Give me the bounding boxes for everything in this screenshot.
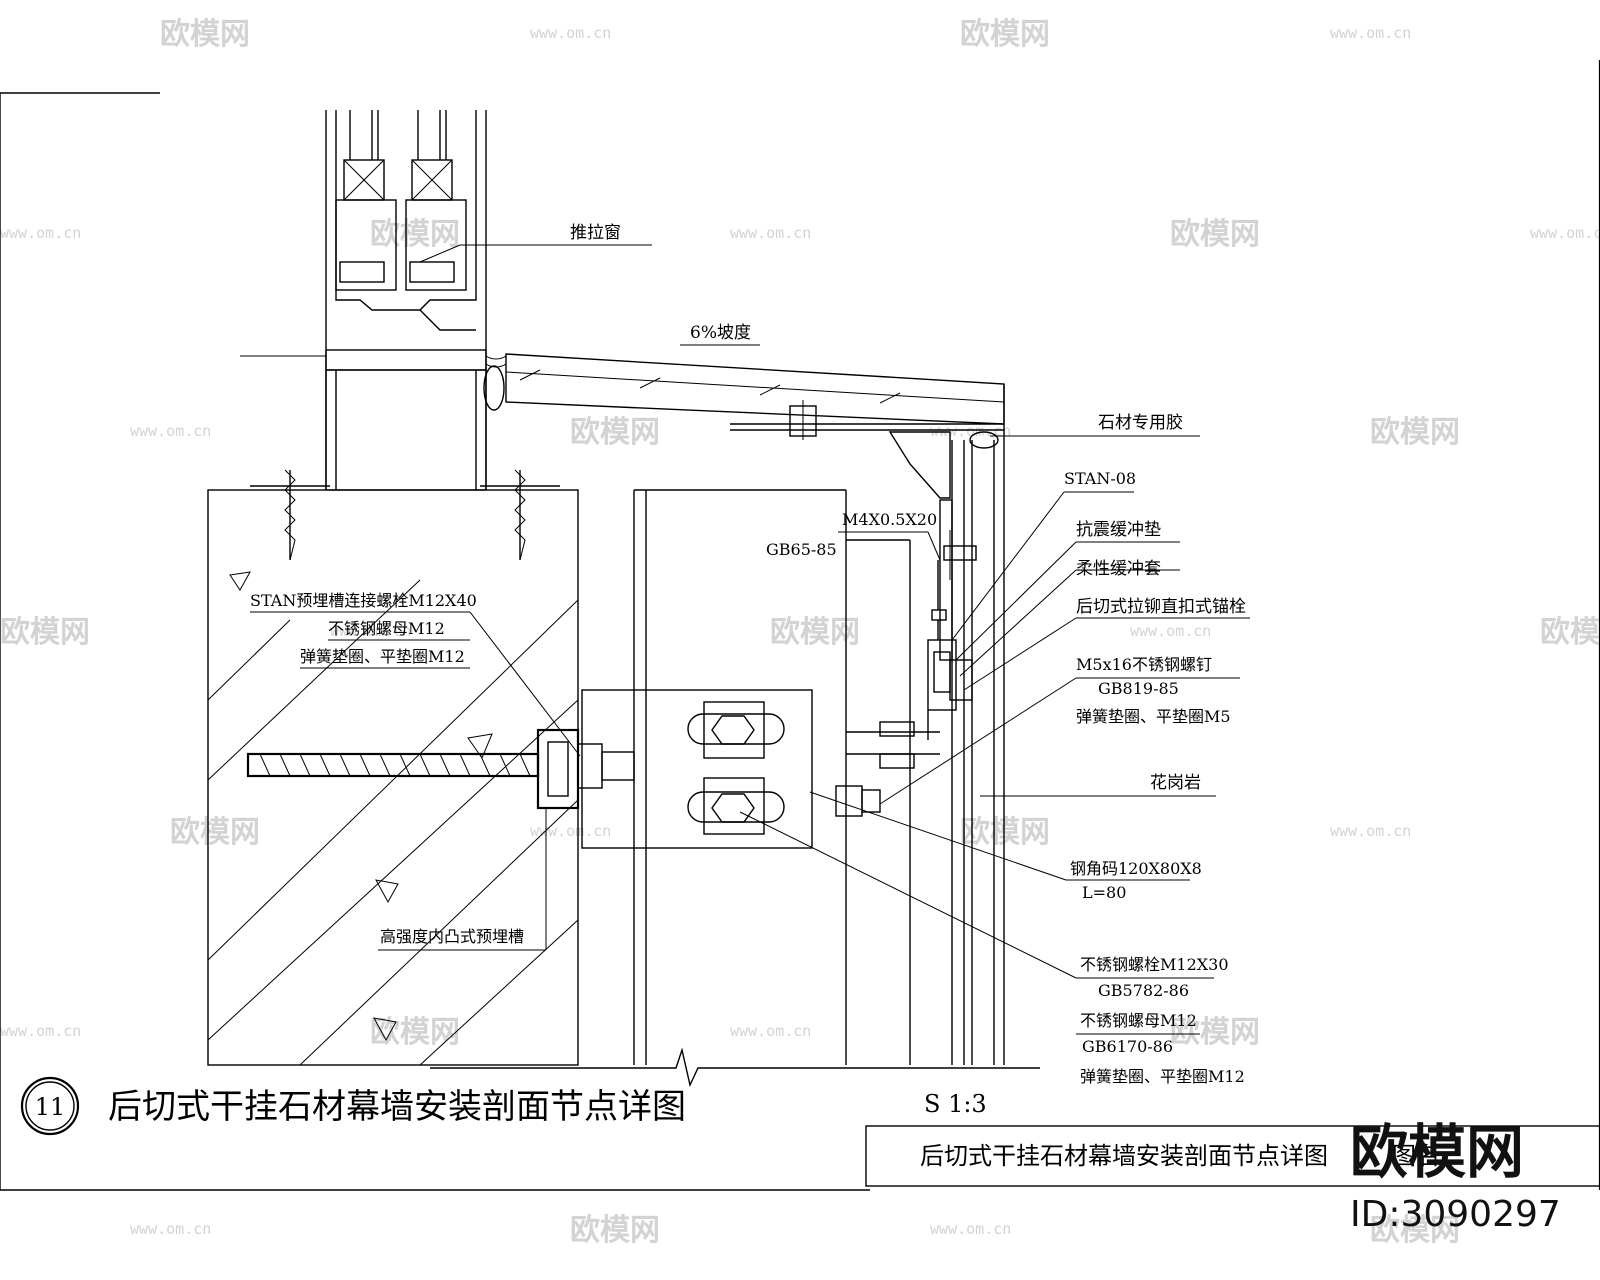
watermark-url: www.om.cn bbox=[330, 622, 411, 640]
detail-title-block: 11 后切式干挂石材幕墙安装剖面节点详图 S 1:3 bbox=[20, 1076, 987, 1136]
label-slope: 6%坡度 bbox=[690, 323, 751, 343]
sheet-title: 后切式干挂石材幕墙安装剖面节点详图 bbox=[920, 1142, 1328, 1170]
label-embed-slot: 高强度内凸式预埋槽 bbox=[380, 927, 524, 946]
watermark-brand-group: 欧模网 欧模网 欧模网 欧模网 欧模网 欧模网 欧模网 欧模网 欧模网 欧模网 … bbox=[0, 17, 1600, 1248]
watermark-url: www.om.cn bbox=[130, 1220, 211, 1238]
label-screw: M5x16不锈钢螺钉 bbox=[1076, 655, 1212, 674]
label-stan-bolt: STAN预埋槽连接螺栓M12X40 bbox=[250, 591, 477, 610]
label-bolt-m12x30: 不锈钢螺栓M12X30 bbox=[1080, 955, 1229, 974]
sheet-title-block: 后切式干挂石材幕墙安装剖面节点详图 图名 bbox=[865, 1125, 1600, 1187]
watermark-brand: 欧模网 bbox=[570, 1213, 660, 1248]
label-anchor: 后切式拉铆直扣式锚栓 bbox=[1076, 597, 1246, 617]
label-sliding-window: 推拉窗 bbox=[570, 223, 621, 243]
label-granite: 花岗岩 bbox=[1150, 773, 1201, 793]
watermark-url: www.om.cn bbox=[1530, 224, 1600, 242]
watermark-brand: 欧模网 bbox=[370, 217, 460, 252]
sheet-title-right: 图名 bbox=[1392, 1142, 1440, 1170]
watermark-brand: 欧模网 bbox=[570, 415, 660, 450]
watermark-brand: 欧模网 bbox=[370, 1015, 460, 1050]
stone-panel bbox=[888, 431, 999, 1065]
brand-logo: 欧模网 ID:3090297 bbox=[1350, 1118, 1561, 1235]
watermark-brand: 欧模网 bbox=[170, 815, 260, 850]
label-m4: M4X0.5X20 bbox=[842, 510, 937, 529]
watermark-url: www.om.cn bbox=[0, 224, 81, 242]
break-line bbox=[430, 1047, 1040, 1088]
steel-bracket bbox=[581, 489, 940, 1065]
label-nut-m12-b: 不锈钢螺母M12 bbox=[1080, 1011, 1197, 1030]
label-gb5782: GB5782-86 bbox=[1098, 981, 1189, 1000]
watermark-brand: 欧模网 bbox=[0, 615, 90, 650]
annotations: 推拉窗 6%坡度 石材专用胶 STAN-08 M4X0.5X20 GB65-85… bbox=[250, 223, 1246, 1086]
label-steel-corner: 钢角码120X80X8 bbox=[1070, 859, 1202, 878]
watermark-url: www.om.cn bbox=[130, 422, 211, 440]
watermark-brand: 欧模网 bbox=[1170, 217, 1260, 252]
watermark-brand: 欧模网 bbox=[960, 17, 1050, 52]
anchor-bolt bbox=[246, 728, 635, 810]
detail-number: 11 bbox=[35, 1093, 66, 1121]
label-stone-glue: 石材专用胶 bbox=[1098, 413, 1183, 433]
watermark-brand: 欧模网 bbox=[960, 815, 1050, 850]
watermark-url: www.om.cn bbox=[1130, 622, 1211, 640]
stone-coping bbox=[505, 344, 1005, 1065]
watermark-url: www.om.cn bbox=[0, 1022, 81, 1040]
label-buffer-pad: 抗震缓冲垫 bbox=[1076, 520, 1161, 540]
label-gb65: GB65-85 bbox=[766, 540, 837, 559]
label-washer-m5: 弹簧垫圈、平垫圈M5 bbox=[1076, 707, 1231, 726]
sliding-window bbox=[240, 110, 507, 491]
watermark-url: www.om.cn bbox=[530, 24, 611, 42]
label-gb819: GB819-85 bbox=[1098, 679, 1179, 698]
watermark-brand: 欧模网 bbox=[160, 17, 250, 52]
label-washer-m12-b: 弹簧垫圈、平垫圈M12 bbox=[1080, 1067, 1245, 1086]
watermark-url: www.om.cn bbox=[730, 224, 811, 242]
watermark-brand: 欧模网 bbox=[1370, 1213, 1460, 1248]
concrete-structure bbox=[207, 469, 579, 1066]
watermark-url: www.om.cn bbox=[1330, 822, 1411, 840]
leader-lines bbox=[250, 244, 1250, 1035]
detail-title: 后切式干挂石材幕墙安装剖面节点详图 bbox=[108, 1087, 686, 1127]
label-flex-sleeve: 柔性缓冲套 bbox=[1076, 559, 1161, 579]
watermark-brand: 欧模网 bbox=[1170, 1015, 1260, 1050]
watermark-brand: 欧模网 bbox=[1370, 415, 1460, 450]
frame bbox=[0, 60, 1600, 1191]
watermark-brand: 欧模网 bbox=[770, 615, 860, 650]
label-gb6170: GB6170-86 bbox=[1082, 1037, 1173, 1056]
label-l80: L=80 bbox=[1082, 883, 1126, 902]
watermark-layer: 欧模网 欧模网 欧模网 欧模网 欧模网 欧模网 欧模网 欧模网 欧模网 欧模网 … bbox=[0, 17, 1600, 1248]
label-stan08: STAN-08 bbox=[1064, 469, 1136, 488]
watermark-url: www.om.cn bbox=[1330, 24, 1411, 42]
watermark-brand: 欧模网 bbox=[1540, 615, 1600, 650]
watermark-url: www.om.cn bbox=[730, 1022, 811, 1040]
brand-logo-text: 欧模网 bbox=[1350, 1118, 1524, 1186]
label-nut-m12-a: 不锈钢螺母M12 bbox=[328, 619, 445, 638]
scale-label: S 1:3 bbox=[924, 1090, 987, 1118]
watermark-url: www.om.cn bbox=[930, 1220, 1011, 1238]
watermark-url: www.om.cn bbox=[530, 822, 611, 840]
brand-id: ID:3090297 bbox=[1350, 1194, 1561, 1235]
label-washer-m12-a: 弹簧垫圈、平垫圈M12 bbox=[300, 647, 465, 666]
